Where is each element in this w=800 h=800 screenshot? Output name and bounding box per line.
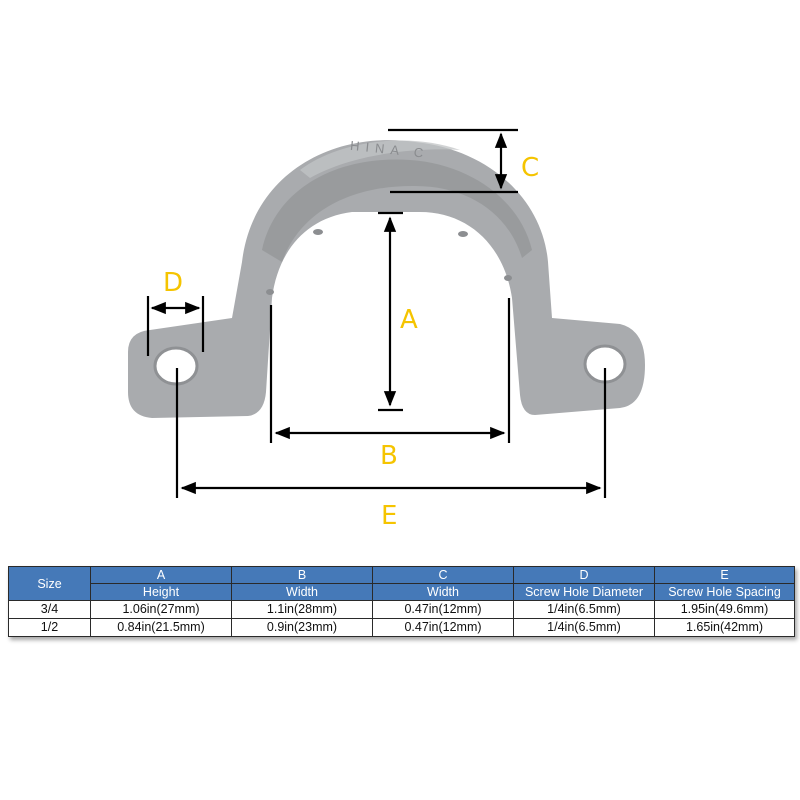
dimension-d (146, 296, 205, 356)
table-cell: 1/4in(6.5mm) (513, 618, 655, 637)
label-b: B (380, 441, 398, 471)
dimension-a (378, 211, 403, 412)
table-cell: 0.47in(12mm) (372, 618, 514, 637)
size-header: Size (8, 566, 91, 601)
label-d: D (163, 268, 183, 298)
column-d-letter: D (513, 566, 655, 584)
table-subheader-row: Height Width Width Screw Hole Diameter S… (9, 583, 795, 601)
column-c-name: Width (372, 583, 514, 601)
column-d-name: Screw Hole Diameter (513, 583, 655, 601)
table-cell: 0.9in(23mm) (231, 618, 373, 637)
column-b-letter: B (231, 566, 373, 584)
table-header-row: Size A B C D E (8, 566, 795, 601)
label-a: A (400, 305, 418, 335)
strap-band-shade (262, 159, 532, 262)
specification-table: Size A B C D E Height Width Width Screw … (8, 566, 795, 637)
size-cell: 3/4 (8, 600, 91, 619)
dimension-c (388, 128, 518, 194)
size-cell: 1/2 (8, 618, 91, 637)
dimension-b (269, 298, 511, 443)
table-cell: 0.47in(12mm) (372, 600, 514, 619)
column-b-name: Width (231, 583, 373, 601)
column-a-name: Height (90, 583, 232, 601)
strap-body (128, 140, 645, 419)
pipe-strap-illustration: HINA C (128, 138, 645, 419)
dimension-e (175, 368, 607, 498)
column-a-letter: A (90, 566, 232, 584)
table-cell: 1.65in(42mm) (654, 618, 795, 637)
column-c-letter: C (372, 566, 514, 584)
column-e-name: Screw Hole Spacing (654, 583, 795, 601)
strap-dimension-diagram: HINA C C A B D E (128, 128, 645, 531)
table-cell: 1/4in(6.5mm) (513, 600, 655, 619)
table-cell: 0.84in(21.5mm) (90, 618, 232, 637)
table-cell: 1.06in(27mm) (90, 600, 232, 619)
table-cell: 1.95in(49.6mm) (654, 600, 795, 619)
label-e: E (381, 501, 397, 531)
table-row: 3/4 1.06in(27mm) 1.1in(28mm) 0.47in(12mm… (8, 600, 795, 619)
label-c: C (521, 153, 539, 183)
strap-highlight (300, 140, 460, 178)
table-row: 1/2 0.84in(21.5mm) 0.9in(23mm) 0.47in(12… (8, 618, 795, 637)
table-cell: 1.1in(28mm) (231, 600, 373, 619)
column-e-letter: E (654, 566, 795, 584)
